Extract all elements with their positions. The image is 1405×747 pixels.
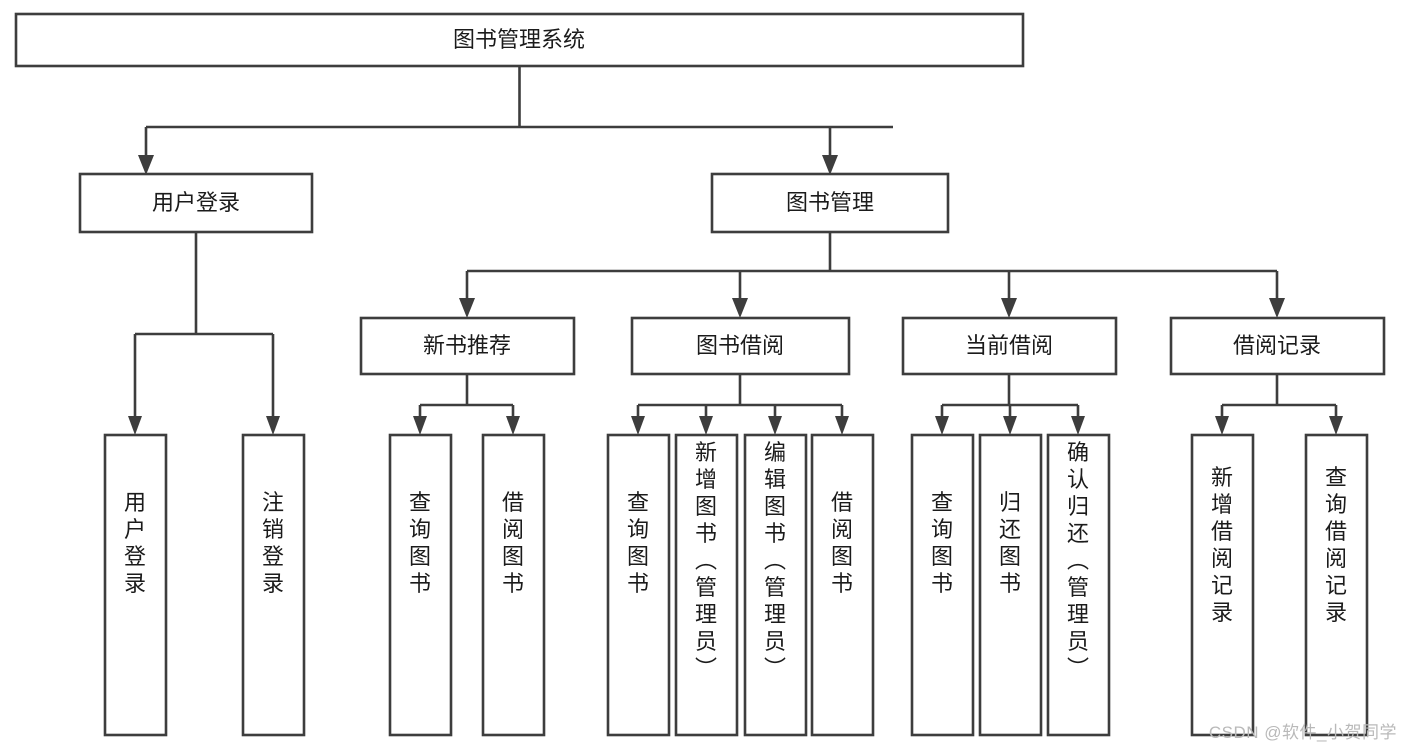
leaf-query-book-1-box[interactable] bbox=[388, 433, 453, 737]
leaf-query-book-2-box[interactable] bbox=[606, 433, 671, 737]
arrowhead-user-login bbox=[138, 155, 154, 175]
leaf-query-borrow-record-label: 查询借阅记录 bbox=[1325, 465, 1347, 625]
node-current-borrow-label: 当前借阅 bbox=[965, 333, 1053, 358]
leaf-node-query-book-1[interactable]: 查询图书 bbox=[388, 433, 453, 737]
arrowhead-book-borrow bbox=[732, 298, 748, 318]
leaf-borrow-book-2-label: 借阅图书 bbox=[831, 490, 853, 596]
leaf-node-borrow-book-1[interactable]: 借阅图书 bbox=[481, 433, 546, 737]
leaf-user-login-box[interactable] bbox=[103, 433, 168, 737]
leaf-borrow-book-2-box[interactable] bbox=[810, 433, 875, 737]
node-book-borrow[interactable]: 图书借阅 bbox=[630, 316, 851, 376]
arrowhead-book-manage bbox=[822, 155, 838, 175]
leaf-node-add-book[interactable]: 新增图书︵管理员︶ bbox=[674, 433, 739, 737]
arrowhead-leaf-user-login bbox=[128, 416, 142, 435]
leaf-node-borrow-book-2[interactable]: 借阅图书 bbox=[810, 433, 875, 737]
arrowhead-leaf-borrow-book-2 bbox=[835, 416, 849, 435]
node-borrow-record[interactable]: 借阅记录 bbox=[1169, 316, 1386, 376]
arrowhead-leaf-confirm-return bbox=[1071, 416, 1085, 435]
leaf-add-book-label: 新增图书︵管理员︶ bbox=[695, 440, 717, 681]
leaf-query-book-2-label: 查询图书 bbox=[627, 490, 649, 596]
connector-group-book-manage bbox=[459, 232, 1285, 318]
arrowhead-leaf-query-book-3 bbox=[935, 416, 949, 435]
node-root-label: 图书管理系统 bbox=[453, 27, 585, 52]
arrowhead-current-borrow bbox=[1001, 298, 1017, 318]
node-user-login-label: 用户登录 bbox=[152, 190, 240, 215]
node-book-manage-label: 图书管理 bbox=[786, 190, 874, 215]
node-user-login-box[interactable] bbox=[78, 172, 314, 234]
connector-group-user-login bbox=[128, 232, 280, 435]
leaf-logout-login-box[interactable] bbox=[241, 433, 306, 737]
node-book-borrow-label: 图书借阅 bbox=[696, 333, 784, 358]
arrowhead-leaf-add-book bbox=[699, 416, 713, 435]
leaf-logout-login-label: 注销登录 bbox=[262, 490, 284, 596]
arrowhead-leaf-add-borrow-record bbox=[1215, 416, 1229, 435]
arrowhead-new-book-recommend bbox=[459, 298, 475, 318]
node-borrow-record-label: 借阅记录 bbox=[1233, 333, 1321, 358]
node-new-book-recommend-box[interactable] bbox=[359, 316, 576, 376]
arrowhead-leaf-edit-book bbox=[768, 416, 782, 435]
arrowhead-borrow-record bbox=[1269, 298, 1285, 318]
leaf-query-book-3-label: 查询图书 bbox=[931, 490, 953, 596]
connector-group-borrow-record bbox=[1215, 374, 1343, 435]
leaf-user-login-label: 用户登录 bbox=[124, 490, 146, 596]
node-borrow-record-box[interactable] bbox=[1169, 316, 1386, 376]
node-current-borrow-box[interactable] bbox=[901, 316, 1118, 376]
leaf-node-query-book-2[interactable]: 查询图书 bbox=[606, 433, 671, 737]
leaf-node-edit-book[interactable]: 编辑图书︵管理员︶ bbox=[743, 433, 808, 737]
node-current-borrow[interactable]: 当前借阅 bbox=[901, 316, 1118, 376]
connector-group-book-borrow bbox=[631, 374, 849, 435]
node-new-book-recommend[interactable]: 新书推荐 bbox=[359, 316, 576, 376]
arrowhead-leaf-borrow-book-1 bbox=[506, 416, 520, 435]
leaf-add-book-box[interactable] bbox=[674, 433, 739, 737]
leaf-add-borrow-record-box[interactable] bbox=[1190, 433, 1255, 737]
leaf-edit-book-label: 编辑图书︵管理员︶ bbox=[764, 440, 786, 681]
node-book-borrow-box[interactable] bbox=[630, 316, 851, 376]
leaf-query-borrow-record-box[interactable] bbox=[1304, 433, 1369, 737]
leaf-edit-book-box[interactable] bbox=[743, 433, 808, 737]
connector-group-root bbox=[138, 66, 893, 175]
connector-group-current-borrow bbox=[935, 374, 1085, 435]
leaf-query-book-3-box[interactable] bbox=[910, 433, 975, 737]
node-root[interactable]: 图书管理系统 bbox=[14, 12, 1025, 68]
leaf-add-borrow-record-label: 新增借阅记录 bbox=[1211, 465, 1233, 625]
arrowhead-leaf-query-book-1 bbox=[413, 416, 427, 435]
node-user-login[interactable]: 用户登录 bbox=[78, 172, 314, 234]
csdn-watermark: CSDN @软件_小贺同学 bbox=[1208, 723, 1397, 742]
leaf-borrow-book-1-box[interactable] bbox=[481, 433, 546, 737]
leaf-node-logout-login[interactable]: 注销登录 bbox=[241, 433, 306, 737]
leaf-borrow-book-1-label: 借阅图书 bbox=[502, 490, 524, 596]
arrowhead-leaf-logout-login bbox=[266, 416, 280, 435]
leaf-node-confirm-return[interactable]: 确认归还︵管理员︶ bbox=[1046, 433, 1111, 737]
leaf-confirm-return-label: 确认归还︵管理员︶ bbox=[1067, 440, 1089, 681]
leaf-query-book-1-label: 查询图书 bbox=[409, 490, 431, 596]
leaf-node-query-borrow-record[interactable]: 查询借阅记录 bbox=[1304, 433, 1369, 737]
node-book-manage-box[interactable] bbox=[710, 172, 950, 234]
leaf-node-return-book[interactable]: 归还图书 bbox=[978, 433, 1043, 737]
leaf-return-book-label: 归还图书 bbox=[999, 490, 1021, 596]
node-root-box[interactable] bbox=[14, 12, 1025, 68]
leaf-node-query-book-3[interactable]: 查询图书 bbox=[910, 433, 975, 737]
leaf-confirm-return-box[interactable] bbox=[1046, 433, 1111, 737]
leaf-node-user-login[interactable]: 用户登录 bbox=[103, 433, 168, 737]
leaf-node-add-borrow-record[interactable]: 新增借阅记录 bbox=[1190, 433, 1255, 737]
node-new-book-recommend-label: 新书推荐 bbox=[423, 333, 511, 358]
arrowhead-leaf-query-borrow-record bbox=[1329, 416, 1343, 435]
leaf-return-book-box[interactable] bbox=[978, 433, 1043, 737]
node-book-manage[interactable]: 图书管理 bbox=[710, 172, 950, 234]
arrowhead-leaf-query-book-2 bbox=[631, 416, 645, 435]
connector-group-new-book-recommend bbox=[413, 374, 520, 435]
arrowhead-leaf-return-book bbox=[1003, 416, 1017, 435]
